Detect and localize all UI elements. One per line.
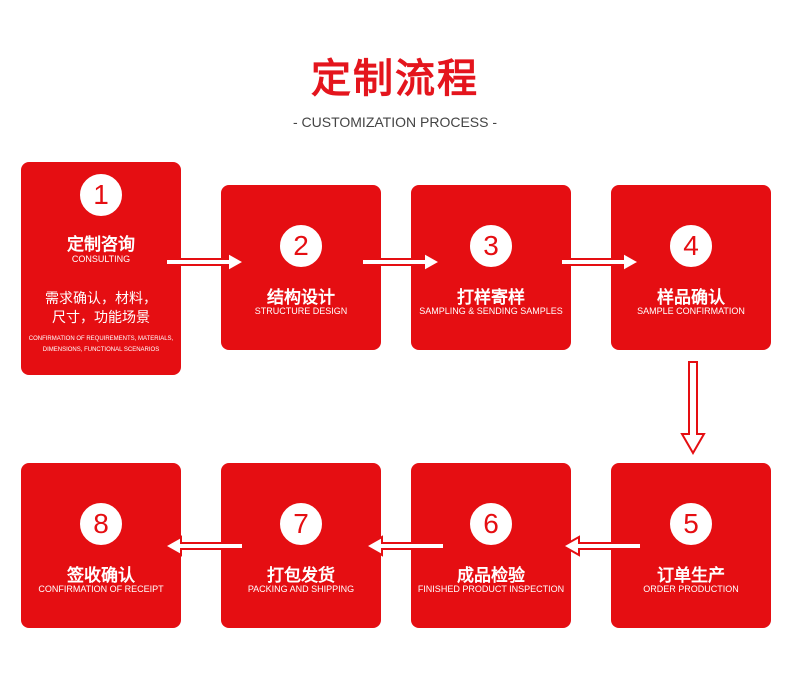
step-subtitle: SAMPLE CONFIRMATION [637, 306, 745, 316]
step-subtitle: SAMPLING & SENDING SAMPLES [419, 306, 563, 316]
arrow-left-icon [163, 535, 244, 557]
step-2-card: 2 结构设计 STRUCTURE DESIGN [221, 185, 381, 350]
page-subtitle: - CUSTOMIZATION PROCESS - [292, 114, 498, 130]
step-number-badge: 1 [80, 174, 122, 216]
page-title: 定制流程 [311, 56, 479, 102]
arrow-right-icon [165, 251, 246, 273]
step-number-badge: 3 [470, 225, 512, 267]
step-description-en: CONFIRMATION OF REQUIREMENTS, MATERIALS,… [27, 334, 175, 356]
step-description-en-line: DIMENSIONS, FUNCTIONAL SCENARIOS [42, 347, 160, 353]
step-title: 打样寄样 [457, 288, 525, 308]
step-description-line: 需求确认，材料， [45, 291, 157, 307]
step-description-line: 尺寸，功能场景 [52, 310, 150, 326]
step-8-card: 8 签收确认 CONFIRMATION OF RECEIPT [21, 463, 181, 628]
step-number-badge: 7 [280, 503, 322, 545]
step-1-card: 1 定制咨询 CONSULTING 需求确认，材料， 尺寸，功能场景 CONFI… [21, 162, 181, 375]
step-subtitle: STRUCTURE DESIGN [254, 306, 348, 316]
arrow-right-icon [361, 251, 442, 273]
step-title: 签收确认 [67, 566, 135, 586]
step-number-badge: 4 [670, 225, 712, 267]
step-subtitle: CONSULTING [71, 254, 131, 264]
step-subtitle: ORDER PRODUCTION [643, 584, 739, 594]
step-title: 结构设计 [267, 288, 335, 308]
step-description: 需求确认，材料， 尺寸，功能场景 [21, 290, 181, 328]
step-number-badge: 2 [280, 225, 322, 267]
step-description-en-line: CONFIRMATION OF REQUIREMENTS, MATERIALS, [28, 336, 174, 342]
step-4-card: 4 样品确认 SAMPLE CONFIRMATION [611, 185, 771, 350]
arrow-left-icon [364, 535, 445, 557]
step-number-badge: 6 [470, 503, 512, 545]
step-number-badge: 8 [80, 503, 122, 545]
step-title: 订单生产 [657, 566, 725, 586]
step-subtitle: CONFIRMATION OF RECEIPT [38, 584, 164, 594]
step-title: 样品确认 [657, 288, 725, 308]
step-7-card: 7 打包发货 PACKING AND SHIPPING [221, 463, 381, 628]
step-3-card: 3 打样寄样 SAMPLING & SENDING SAMPLES [411, 185, 571, 350]
arrow-right-icon [560, 251, 641, 273]
step-title: 成品检验 [457, 566, 525, 586]
arrow-left-icon [561, 535, 642, 557]
arrow-down-icon [680, 361, 706, 455]
step-title: 定制咨询 [67, 235, 135, 255]
step-number-badge: 5 [670, 503, 712, 545]
step-subtitle: FINISHED PRODUCT INSPECTION [417, 584, 565, 594]
step-subtitle: PACKING AND SHIPPING [247, 584, 355, 594]
step-title: 打包发货 [267, 566, 335, 586]
